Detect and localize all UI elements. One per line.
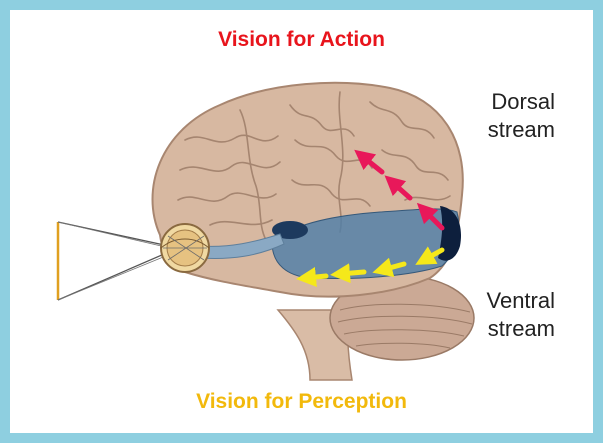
ventral-label-line2: stream — [487, 315, 556, 343]
vision-for-perception-title: Vision for Perception — [10, 390, 593, 414]
ventral-arrow-4 — [306, 276, 326, 278]
eye-icon — [161, 224, 209, 272]
dorsal-stream-label: Dorsal stream — [488, 88, 555, 144]
brain-diagram — [10, 10, 593, 433]
diagram-frame: Vision for Action — [10, 10, 593, 433]
dorsal-label-line2: stream — [488, 116, 555, 144]
ventral-stream-label: Ventral stream — [487, 287, 556, 343]
ventral-label-line1: Ventral — [487, 287, 556, 315]
dorsal-label-line1: Dorsal — [488, 88, 555, 116]
ventral-arrow-3 — [340, 272, 364, 274]
